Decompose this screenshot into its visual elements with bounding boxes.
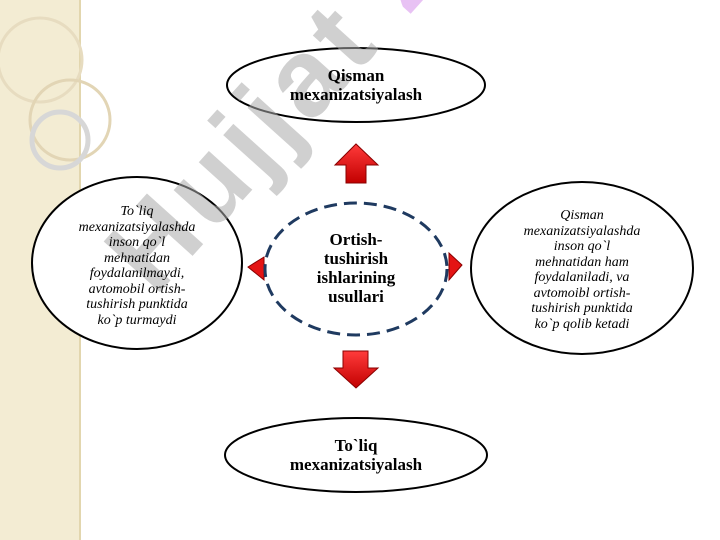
right-ellipse — [470, 181, 694, 355]
left-ellipse — [31, 176, 243, 350]
bottom-node-line: mexanizatsiyalash — [289, 455, 423, 474]
left-node-line: To`liq — [120, 204, 154, 219]
right-node-line: Qisman — [560, 208, 604, 223]
right-node-line: mexanizatsiyalashda — [523, 223, 641, 239]
center-node-line: usullari — [328, 287, 384, 306]
right-node-line: inson qo`l — [553, 239, 611, 254]
top-node-line: Qisman — [327, 66, 385, 85]
arrow-right — [448, 251, 463, 282]
arrow-down — [332, 350, 380, 389]
center-node-line: Ortish- — [329, 230, 383, 249]
left-node-line: mehnatidan — [103, 250, 171, 266]
top-node: Qisman mexanizatsiyalash — [236, 58, 476, 112]
right-node-line: tushirish punktida — [531, 301, 633, 316]
left-node-line: ko`p turmaydi — [97, 312, 177, 328]
bottom-node: To`liq mexanizatsiyalash — [236, 428, 476, 482]
center-node-line: tushirish — [323, 249, 389, 268]
left-node: To`liq mexanizatsiyalashda inson qo`l me… — [42, 196, 232, 336]
right-node-line: ko`p qolib ketadi — [534, 316, 630, 332]
center-node: Ortish- tushirish ishlarining usullari — [286, 218, 426, 318]
right-node-line: foydalaniladi, va — [534, 270, 630, 285]
left-node-line: avtomobil ortish- — [88, 281, 186, 297]
top-ellipse — [226, 47, 486, 123]
left-node-line: inson qo`l — [108, 235, 166, 250]
arrow-up — [333, 143, 380, 184]
bottom-ellipse — [224, 417, 488, 493]
arrow-left — [247, 256, 265, 282]
top-node-line: mexanizatsiyalash — [289, 85, 423, 104]
center-ellipse — [263, 201, 449, 337]
left-node-line: foydalanilmaydi, — [89, 266, 185, 281]
right-node-line: mehnatidan ham — [535, 254, 629, 270]
bottom-node-line: To`liq — [334, 436, 378, 455]
right-node: Qisman mexanizatsiyalashda inson qo`l me… — [483, 200, 681, 340]
left-node-line: tushirish punktida — [86, 297, 188, 312]
center-node-line: ishlarining — [316, 268, 396, 287]
left-node-line: mexanizatsiyalashda — [78, 219, 196, 235]
right-node-line: avtomoibl ortish- — [533, 285, 631, 301]
